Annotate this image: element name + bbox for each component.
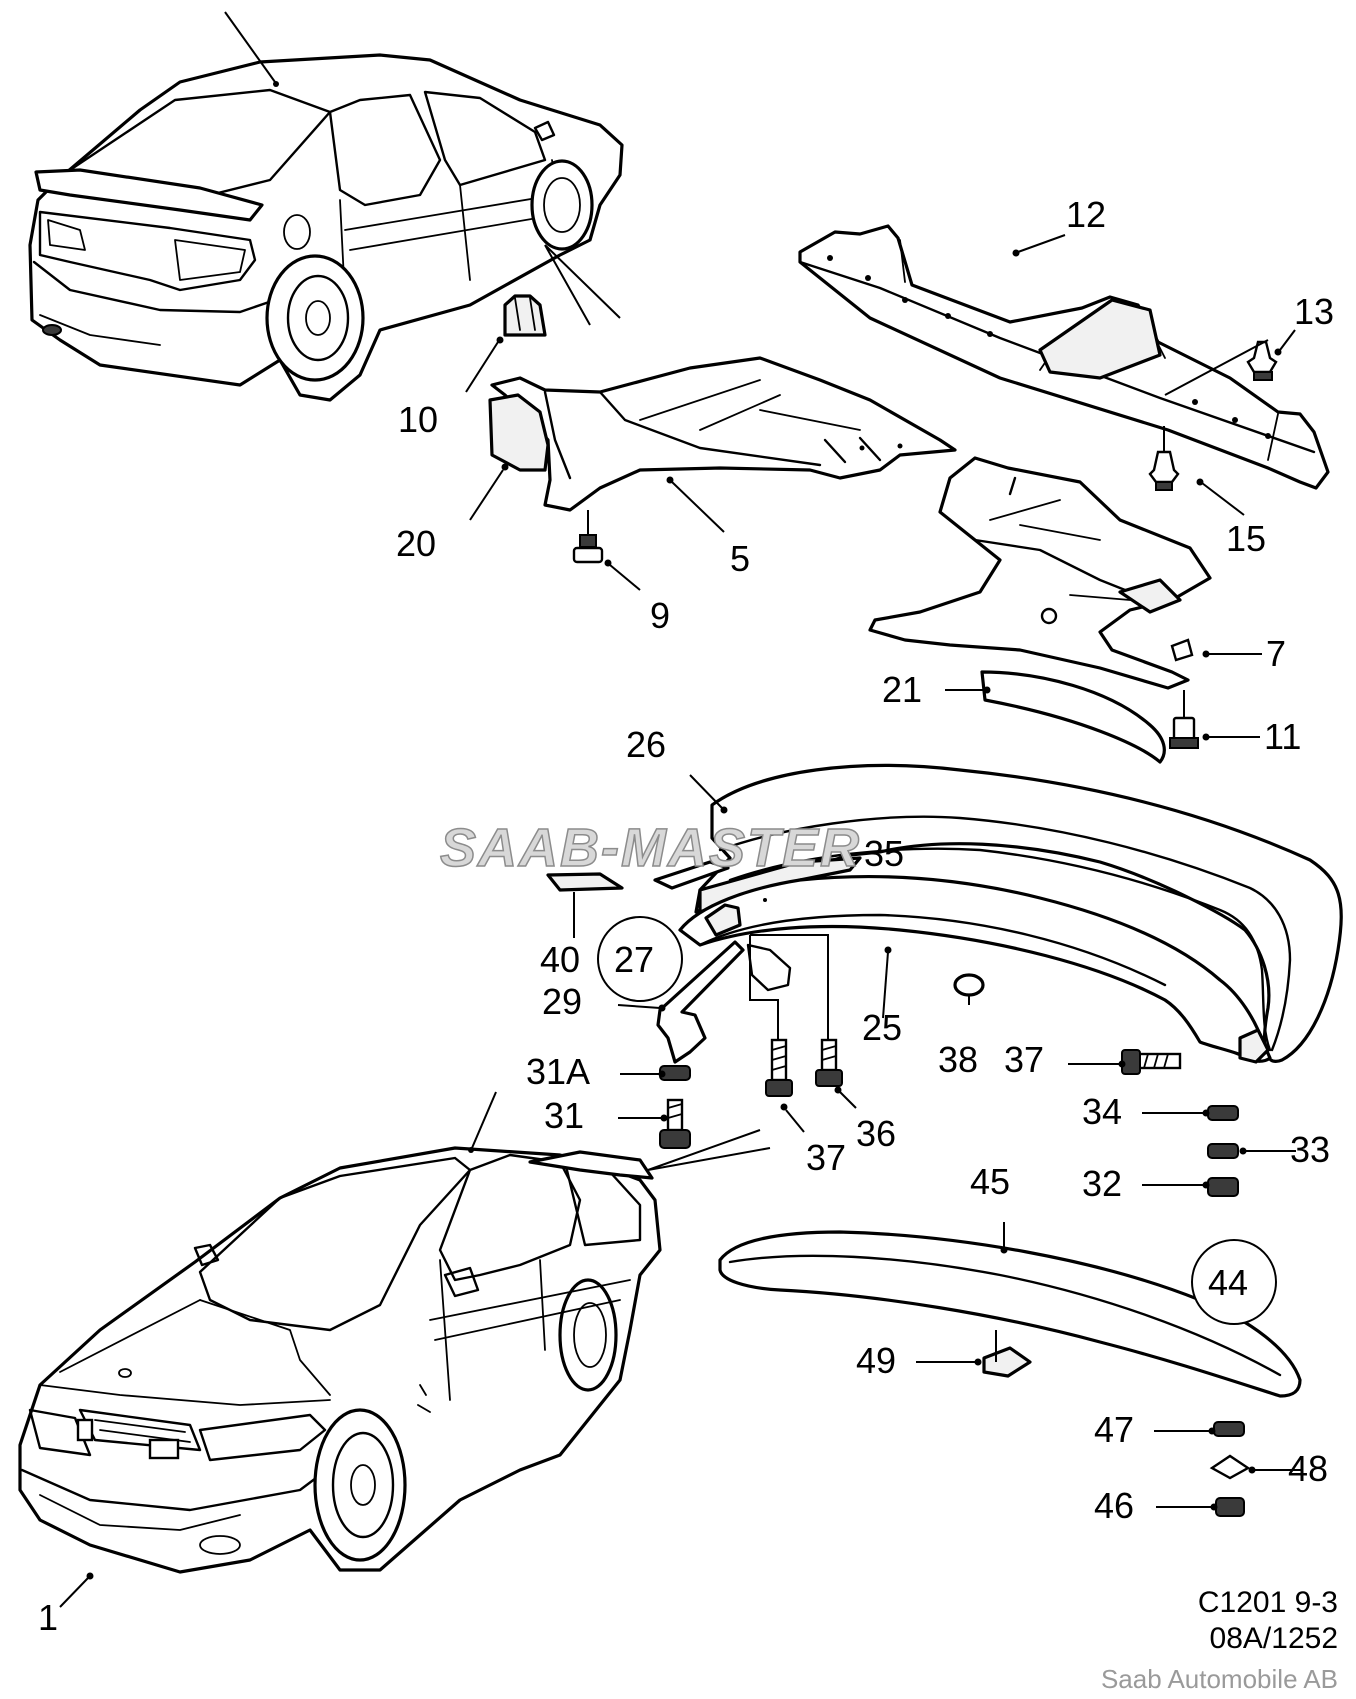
label-20: 20 [396, 523, 436, 564]
part-47-washer [1213, 1421, 1245, 1437]
part-5-lower-section [868, 456, 1212, 690]
spoiler-mount-leader-lines [749, 934, 829, 1040]
label-27: 27 [614, 939, 654, 980]
label-15: 15 [1226, 518, 1266, 559]
label-29: 29 [542, 981, 582, 1022]
car-rear-view-illustration [28, 11, 624, 402]
label-25: 25 [862, 1007, 902, 1048]
part-15-clip [1148, 426, 1180, 491]
label-5: 5 [730, 538, 750, 579]
part-10-clip [503, 294, 547, 337]
label-37-left: 37 [806, 1137, 846, 1178]
label-36: 36 [856, 1113, 896, 1154]
label-37-right: 37 [1004, 1039, 1044, 1080]
part-21-curved-trim [980, 670, 1166, 764]
part-9-screw [572, 510, 604, 564]
label-33: 33 [1290, 1129, 1330, 1170]
part-7-clip [1170, 638, 1194, 662]
part-number-labels: 10 20 5 9 12 13 15 7 21 11 26 35 40 27 2… [38, 194, 1334, 1638]
part-37-bolt-left [765, 1038, 793, 1097]
label-7: 7 [1266, 633, 1286, 674]
part-36-bolt [815, 1038, 843, 1087]
part-46-nut [1215, 1497, 1245, 1517]
label-32: 32 [1082, 1163, 1122, 1204]
part-31-bolt [659, 1098, 691, 1149]
copyright-text: Saab Automobile AB [1101, 1664, 1338, 1694]
part-12-rear-cross-member [798, 224, 1330, 490]
label-13: 13 [1294, 291, 1334, 332]
label-21: 21 [882, 669, 922, 710]
part-32-nut [1207, 1177, 1239, 1197]
label-40: 40 [540, 939, 580, 980]
part-49-pad [982, 1330, 1032, 1378]
label-48: 48 [1288, 1448, 1328, 1489]
part-34-washer [1207, 1105, 1239, 1121]
part-13-clip [1246, 340, 1278, 381]
car-front-view-illustration [18, 1091, 662, 1574]
part-11-screw [1169, 690, 1199, 749]
label-26: 26 [626, 724, 666, 765]
label-31a: 31A [526, 1051, 590, 1092]
label-49: 49 [856, 1340, 896, 1381]
watermark-text: SAAB-MASTER [440, 818, 861, 878]
reference-code: C1201 9-3 [1198, 1586, 1338, 1619]
callout-lines-front [647, 1129, 771, 1171]
label-47: 47 [1094, 1409, 1134, 1450]
part-33-washer [1207, 1143, 1239, 1159]
label-9: 9 [650, 595, 670, 636]
label-31: 31 [544, 1095, 584, 1136]
part-40-pad [546, 872, 624, 938]
part-25-spoiler-base [678, 875, 1272, 1064]
label-34: 34 [1082, 1091, 1122, 1132]
part-37-bolt-right [1121, 1049, 1182, 1075]
label-35: 35 [864, 833, 904, 874]
label-10: 10 [398, 399, 438, 440]
part-38-grommet [953, 973, 985, 997]
label-12: 12 [1066, 194, 1106, 235]
label-44: 44 [1208, 1262, 1248, 1303]
label-1: 1 [38, 1597, 58, 1638]
label-45: 45 [970, 1161, 1010, 1202]
part-48-plate [1209, 1454, 1251, 1480]
part-45-spoiler-lip [718, 1230, 1302, 1398]
callout-circle-27 [597, 916, 683, 1002]
reference-number: 08A/1252 [1210, 1622, 1338, 1655]
label-38: 38 [938, 1039, 978, 1080]
label-11: 11 [1264, 716, 1301, 757]
leader-lines [59, 234, 1302, 1608]
callout-circle-44 [1191, 1239, 1277, 1325]
part-5-underbody-panel [488, 356, 957, 512]
part-35-pad [653, 860, 730, 890]
label-46: 46 [1094, 1485, 1134, 1526]
part-29-bracket [656, 940, 792, 1064]
